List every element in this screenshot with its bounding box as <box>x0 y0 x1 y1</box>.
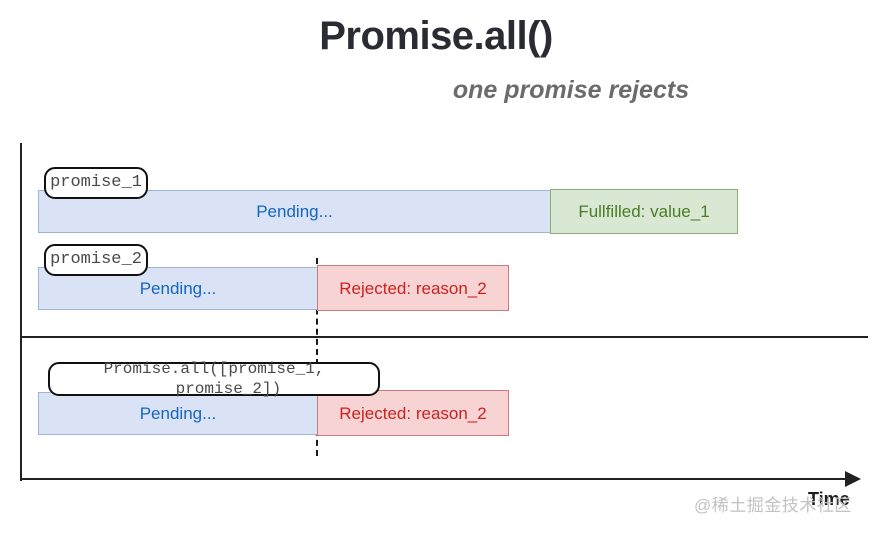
vertical-axis <box>20 143 22 481</box>
promise-2-label: promise_2 <box>44 244 148 276</box>
page-title: Promise.all() <box>319 14 553 58</box>
promise-1-fulfilled-bar: Fullfilled: value_1 <box>550 189 738 234</box>
page-subtitle: one promise rejects <box>452 76 690 104</box>
promise-2-rejected-bar: Rejected: reason_2 <box>317 265 509 311</box>
time-axis-arrow-icon <box>845 471 861 487</box>
horizontal-divider <box>20 336 868 338</box>
promise-1-label: promise_1 <box>44 167 148 199</box>
time-axis-label: Time <box>808 489 850 509</box>
time-axis-line <box>20 478 850 480</box>
promise-all-rejected-bar: Rejected: reason_2 <box>317 390 509 436</box>
promise-all-label: Promise.all([promise_1, promise_2]) <box>48 360 380 398</box>
promise-2-pending-bar: Pending... <box>38 267 318 310</box>
rejection-time-marker <box>316 258 318 456</box>
watermark: @稀土掘金技术社区 <box>694 496 852 515</box>
